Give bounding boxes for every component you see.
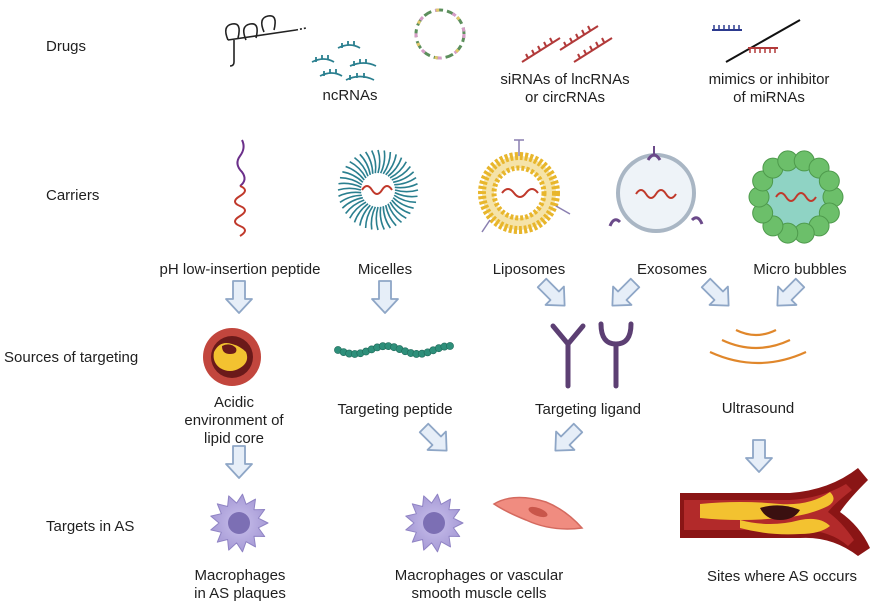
targeting-peptide-icon [334,342,454,358]
hairpin-rna-icon [224,14,307,67]
arrow-peptide-to-acidic [225,280,253,314]
label-sites: Sites where AS occurs [706,568,858,585]
macrophage-icon [210,493,269,553]
sirna-icon [521,25,613,63]
label-sirna: siRNAs of lncRNAs or circRNAs [495,71,635,107]
mimics-inhibitor-icon [712,19,801,63]
label-exosomes: Exosomes [636,261,708,278]
ncrna-cluster-icon [311,41,377,81]
micelle-icon [337,149,419,231]
label-acidic-line3: lipid core [203,430,265,447]
liposome-icon [478,139,571,234]
arrow-liposomes-to-ligand [531,272,575,316]
label-macrophages-line2: in AS plaques [194,585,286,602]
arrow-bubbles-to-ultrasound [767,272,811,316]
arrow-acidic-to-macrophages [225,445,253,479]
label-ncrnas: ncRNAs [322,87,378,104]
label-sirna-line2: or circRNAs [524,89,605,106]
label-mimics-line1: mimics or inhibitor [708,71,830,88]
ultrasound-icon [709,329,807,365]
microbubble-icon [748,150,844,244]
smooth-muscle-cell-icon [492,496,584,530]
arrow-exosomes-to-ultrasound [695,272,739,316]
arrow-ligand-to-cells [545,417,589,461]
label-ultrasound: Ultrasound [721,400,795,417]
exosome-icon [608,146,704,233]
label-targeting-ligand: Targeting ligand [535,401,641,418]
label-acidic-line1: Acidic [213,394,254,411]
label-acidic: Acidic environment of lipid core [172,394,296,448]
label-sirna-line1: siRNAs of lncRNAs [500,71,630,88]
arrow-peptide-to-cells [413,417,457,461]
label-mac-vsmc-line1: Macrophages or vascular [394,567,564,584]
label-macrophages-line1: Macrophages [194,567,286,584]
label-micelles: Micelles [357,261,413,278]
label-mac-vsmc: Macrophages or vascular smooth muscle ce… [384,567,574,603]
arrow-exosomes-to-ligand [602,272,646,316]
label-macrophages: Macrophages in AS plaques [180,567,300,603]
label-micro-bubbles: Micro bubbles [753,261,847,278]
label-liposomes: Liposomes [492,261,566,278]
row-label-drugs: Drugs [46,38,87,55]
circular-rna-icon [414,8,466,60]
macrophage-icon-2 [405,493,464,553]
label-ph-peptide: pH low-insertion peptide [159,261,321,278]
label-mac-vsmc-line2: smooth muscle cells [411,585,547,602]
artery-plaque-icon [680,468,870,556]
row-label-carriers: Carriers [46,187,100,204]
label-acidic-line2: environment of [184,412,284,429]
acidic-lipid-core-icon [203,328,261,386]
ph-low-insertion-peptide-icon [234,139,246,237]
row-label-sources: Sources of targeting [4,349,139,366]
targeting-ligand-icon [550,321,634,389]
row-label-targets: Targets in AS [46,518,135,535]
label-mimics-line2: of miRNAs [733,89,805,106]
arrow-ultrasound-to-sites [745,439,773,473]
label-targeting-peptide: Targeting peptide [337,401,453,418]
arrow-micelles-to-peptide [371,280,399,314]
label-mimics: mimics or inhibitor of miRNAs [694,71,844,107]
